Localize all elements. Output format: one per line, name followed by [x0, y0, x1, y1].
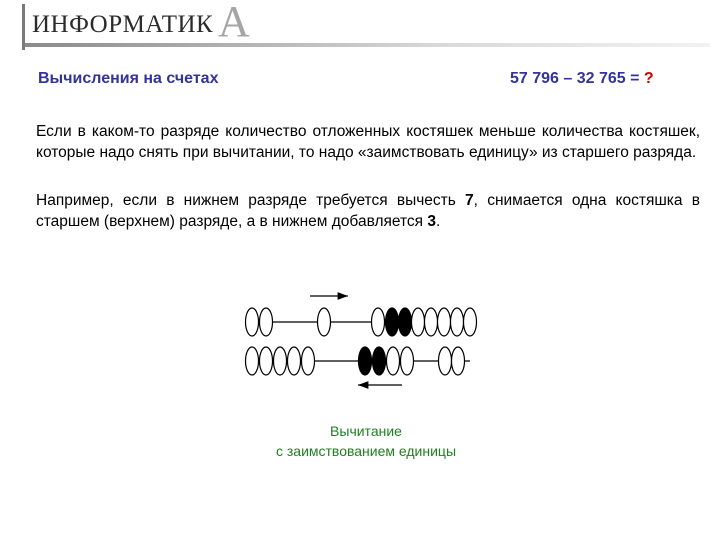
bottom-bead-11: [450, 346, 466, 376]
paragraph-example: Например, если в нижнем разряде требуетс…: [36, 190, 700, 232]
top-bead-8: [423, 307, 439, 337]
bottom-bead-6: [357, 346, 373, 376]
logo-text: ИНФОРМАТИК: [32, 11, 214, 38]
top-bead-10: [449, 307, 465, 337]
top-bead-4: [370, 307, 386, 337]
logo-letter: А: [218, 0, 250, 46]
bottom-bead-8: [385, 346, 401, 376]
paragraph-rule: Если в каком-то разряде количество отлож…: [36, 123, 700, 161]
logo-bar: [22, 4, 25, 50]
beads-top-row: [244, 307, 478, 337]
top-bead-1: [244, 307, 260, 337]
p2-mid: , снимается одна костяшка в старшем (вер…: [36, 192, 700, 230]
bottom-bead-5: [300, 346, 316, 376]
bottom-bead-4: [286, 346, 302, 376]
logo-underline: [25, 43, 710, 47]
bottom-bead-9: [399, 346, 415, 376]
logo: ИНФОРМАТИК А: [22, 0, 712, 50]
top-bead-11: [462, 307, 478, 337]
beads-bottom-row: [244, 346, 466, 376]
top-bead-2: [258, 307, 274, 337]
caption-line1: Вычитание: [330, 423, 402, 439]
expression: 57 796 – 32 765 = ?: [510, 70, 654, 88]
p2-num1: 7: [465, 192, 474, 209]
bottom-bead-3: [272, 346, 288, 376]
p2-post: .: [436, 213, 441, 230]
bottom-bead-10: [437, 346, 453, 376]
bottom-bead-2: [258, 346, 274, 376]
slide-title: Вычисления на счетах: [38, 70, 219, 87]
top-bead-9: [436, 307, 452, 337]
caption-line2: с заимствованием единицы: [275, 443, 457, 459]
expression-text: 57 796 – 32 765 =: [510, 70, 644, 87]
bottom-bead-7: [371, 346, 387, 376]
p2-pre: Например, если в нижнем разряде требуетс…: [36, 192, 466, 209]
top-bead-5: [384, 307, 400, 337]
expression-mark: ?: [643, 70, 654, 87]
bottom-bead-1: [244, 346, 260, 376]
top-bead-3: [316, 307, 332, 337]
top-bead-7: [410, 307, 426, 337]
p2-num2: 3: [427, 213, 436, 230]
abacus-diagram: [244, 292, 478, 389]
top-bead-6: [397, 307, 413, 337]
